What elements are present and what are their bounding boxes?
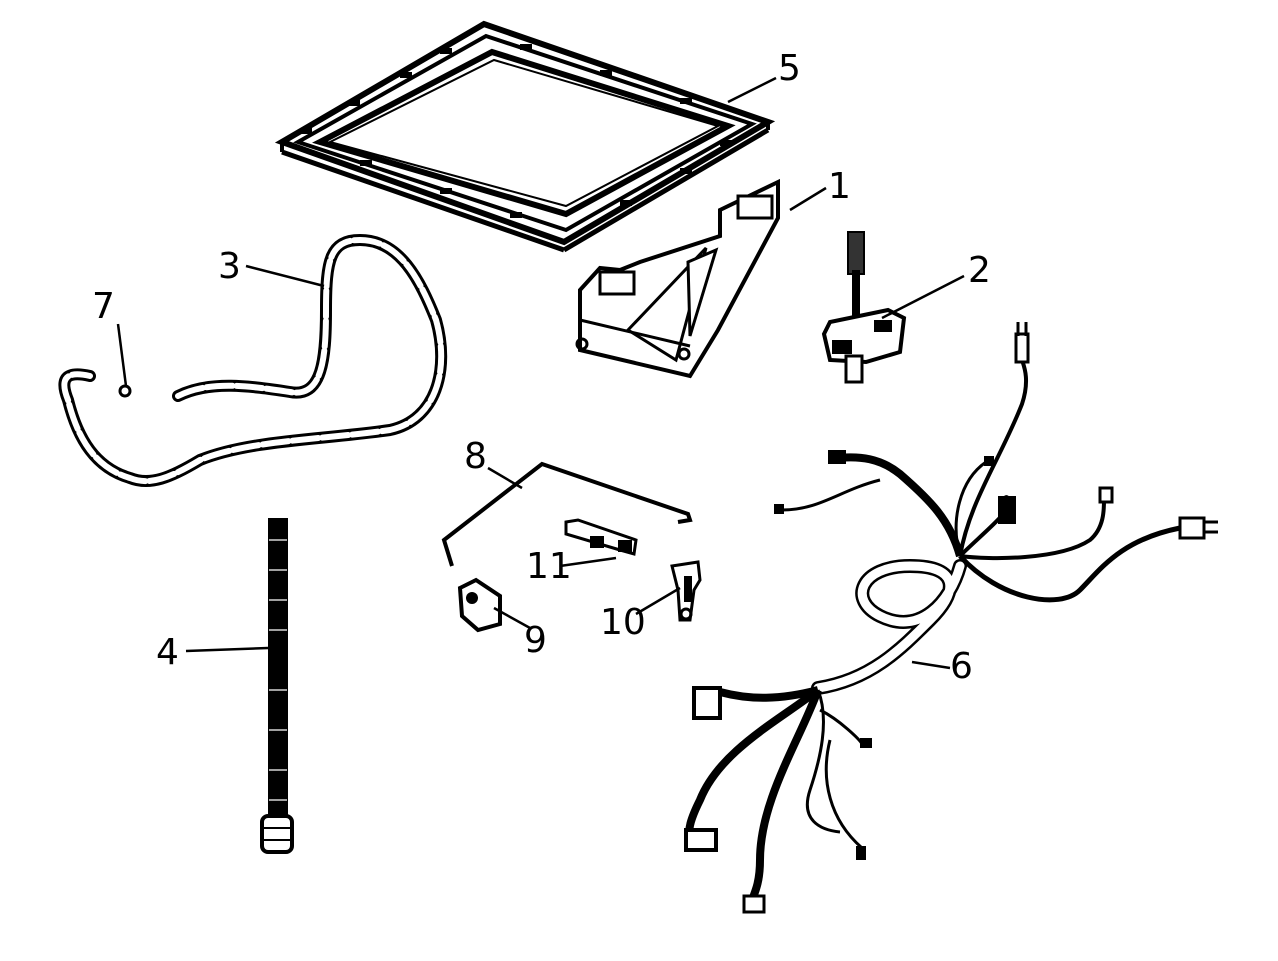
callout-labels: 5 1 2 3 7 4 8 11 9 10 6 [92,48,991,687]
callout-4: 4 [156,632,179,673]
leader-lines [116,76,965,670]
part-4-drain-tube [260,518,294,854]
callout-9: 9 [524,620,547,661]
part-1-bracket [575,178,780,379]
part-11-terminal-strip [564,518,638,556]
part-5-top-frame [274,20,776,253]
callout-10: 10 [600,602,646,643]
callout-3: 3 [218,246,241,287]
part-8-rod [441,461,693,567]
part-6-wire-harness [684,322,1218,914]
part-7-clip [118,384,132,398]
part-9-switch [457,577,502,633]
callout-6: 6 [950,646,973,687]
callout-2: 2 [968,250,991,291]
callout-11: 11 [526,546,572,587]
part-3-hose [58,233,448,488]
callout-5: 5 [778,48,801,89]
callout-8: 8 [464,436,487,477]
callout-1: 1 [828,166,851,207]
part-2-valve-switch [821,231,907,384]
part-10-actuator [670,560,702,622]
callout-7: 7 [92,286,115,327]
